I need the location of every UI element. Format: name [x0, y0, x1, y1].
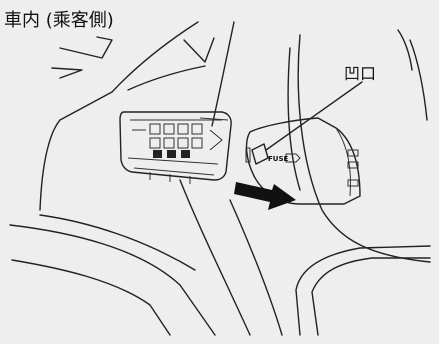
removal-arrow [234, 182, 296, 210]
dashboard-outline [39, 21, 235, 211]
fuse-box [119, 111, 232, 184]
cover-fuse-marking: FUSE [268, 155, 289, 163]
fuse-slots [149, 123, 223, 158]
callout-leader-line [265, 81, 363, 151]
fuse-box-cover [245, 117, 361, 205]
notch-callout-label: 凹口 [344, 64, 377, 83]
lower-trim-outline [9, 29, 431, 336]
diagram-title: 車内 (乘客側) [4, 10, 114, 31]
